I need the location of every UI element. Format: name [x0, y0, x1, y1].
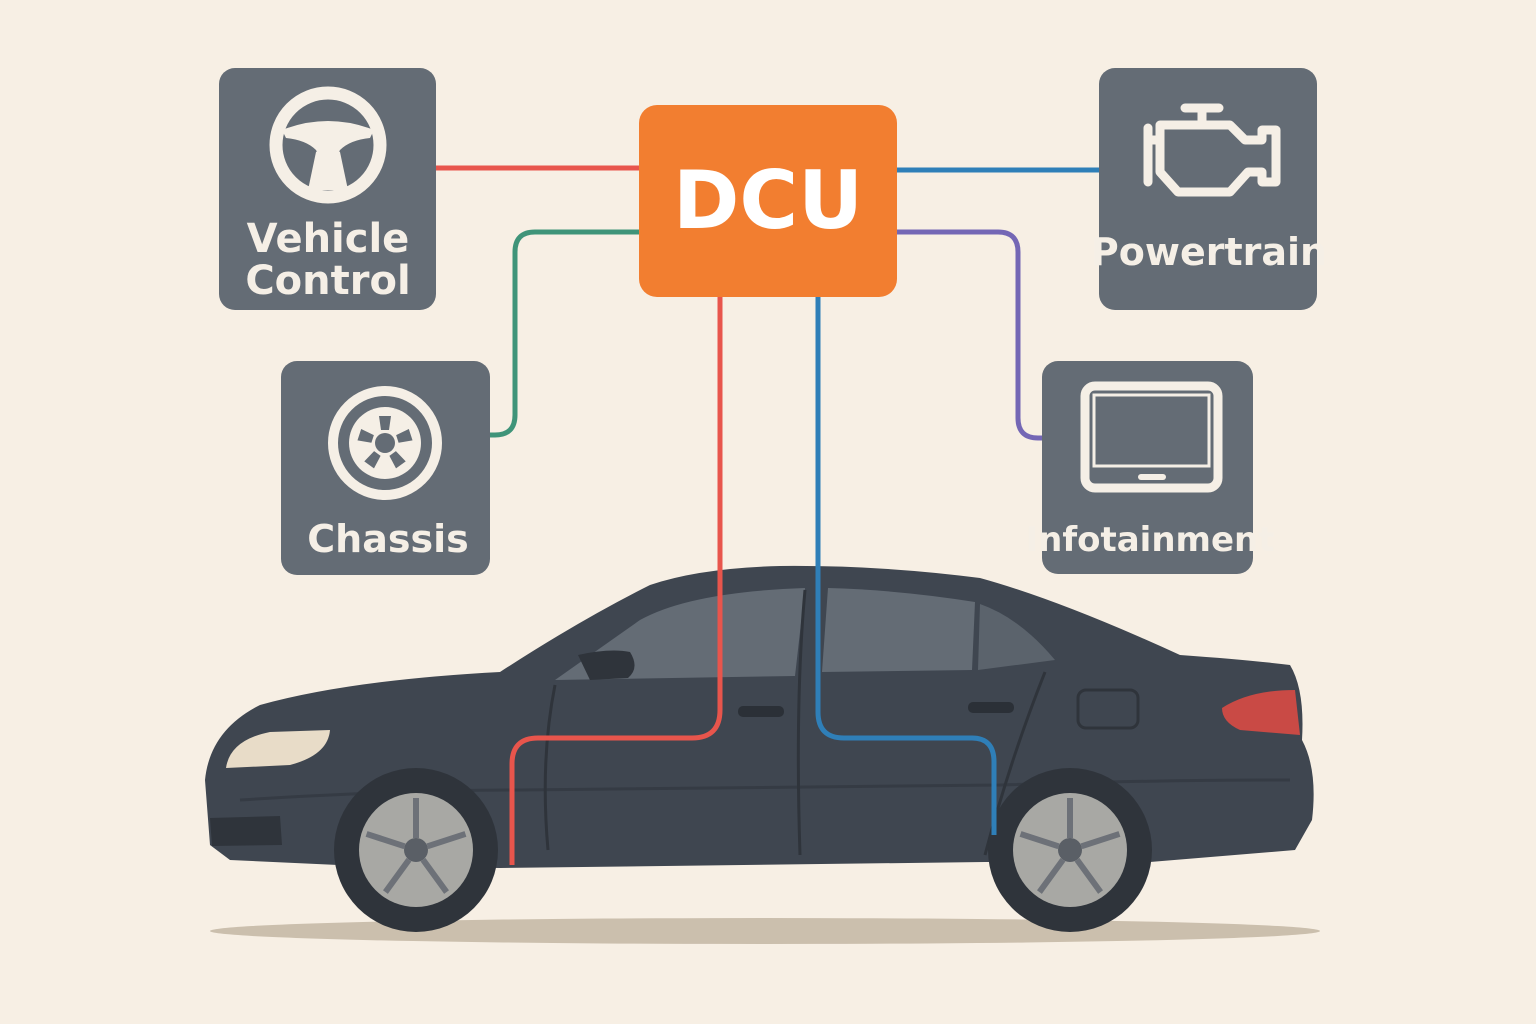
connector-chassis [485, 229, 643, 438]
wheel-icon [328, 386, 442, 500]
car-rear-window [822, 588, 975, 672]
chassis-label: Chassis [307, 517, 468, 561]
dcu-hub: DCU [639, 105, 897, 297]
car-fuel-door [1076, 688, 1140, 730]
infotainment-label: Infotainment [1025, 520, 1274, 560]
car-front-door-handle [738, 706, 784, 717]
car-tail-light [1222, 690, 1300, 735]
module-powertrain: Powertrain [1091, 68, 1327, 310]
connector-dcu-car-blue [815, 297, 997, 835]
car-front-grille [210, 816, 282, 846]
vehicle-control-label-line2: Control [245, 258, 410, 304]
car-side-mirror [578, 650, 635, 680]
display-screen-icon [1080, 381, 1223, 493]
car-connection-lines [509, 297, 997, 865]
car-front-wheel [334, 768, 498, 932]
car-quarter-window [978, 604, 1055, 670]
connector-infotainment [893, 229, 1048, 441]
engine-icon [1143, 103, 1281, 197]
car-rear-door-handle [968, 702, 1014, 713]
module-chassis: Chassis [281, 361, 490, 575]
connector-dcu-car-red [509, 297, 723, 865]
car-body-contour [239, 778, 1291, 802]
steering-wheel-icon [269, 86, 387, 204]
vehicle-control-label-line1: Vehicle [247, 216, 410, 262]
car [205, 565, 1320, 944]
dcu-label: DCU [673, 154, 863, 247]
car-shadow [210, 918, 1320, 944]
connection-lines [433, 165, 1103, 441]
module-infotainment: Infotainment [1025, 361, 1275, 574]
car-rear-wheel [988, 768, 1152, 932]
powertrain-label: Powertrain [1091, 230, 1327, 274]
module-vehicle-control: Vehicle Control [219, 68, 436, 310]
car-headlight [226, 730, 330, 768]
